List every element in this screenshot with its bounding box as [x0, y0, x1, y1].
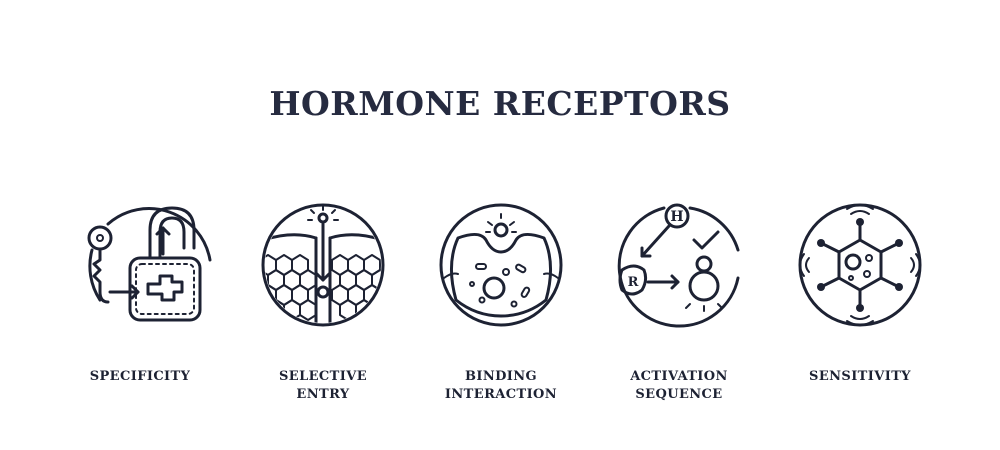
- page-title: HORMONE RECEPTORS: [269, 84, 731, 123]
- hormone-letter: H: [670, 209, 683, 225]
- selective-entry-icon: [258, 200, 388, 330]
- receptor-letter: R: [628, 275, 639, 290]
- activation-sequence-icon: H R: [614, 200, 744, 330]
- binding-interaction-icon: [436, 200, 566, 330]
- specificity-label: SPECIFICITY: [89, 369, 191, 384]
- sensitivity-icon: [795, 200, 925, 330]
- selective-entry-label: SELECTIVE ENTRY: [278, 369, 368, 402]
- binding-interaction-label: BINDING INTERACTION: [444, 369, 558, 402]
- specificity-icon: [80, 200, 210, 330]
- sensitivity-label: SENSITIVITY: [809, 369, 911, 384]
- activation-sequence-label: ACTIVATION SEQUENCE: [630, 369, 728, 402]
